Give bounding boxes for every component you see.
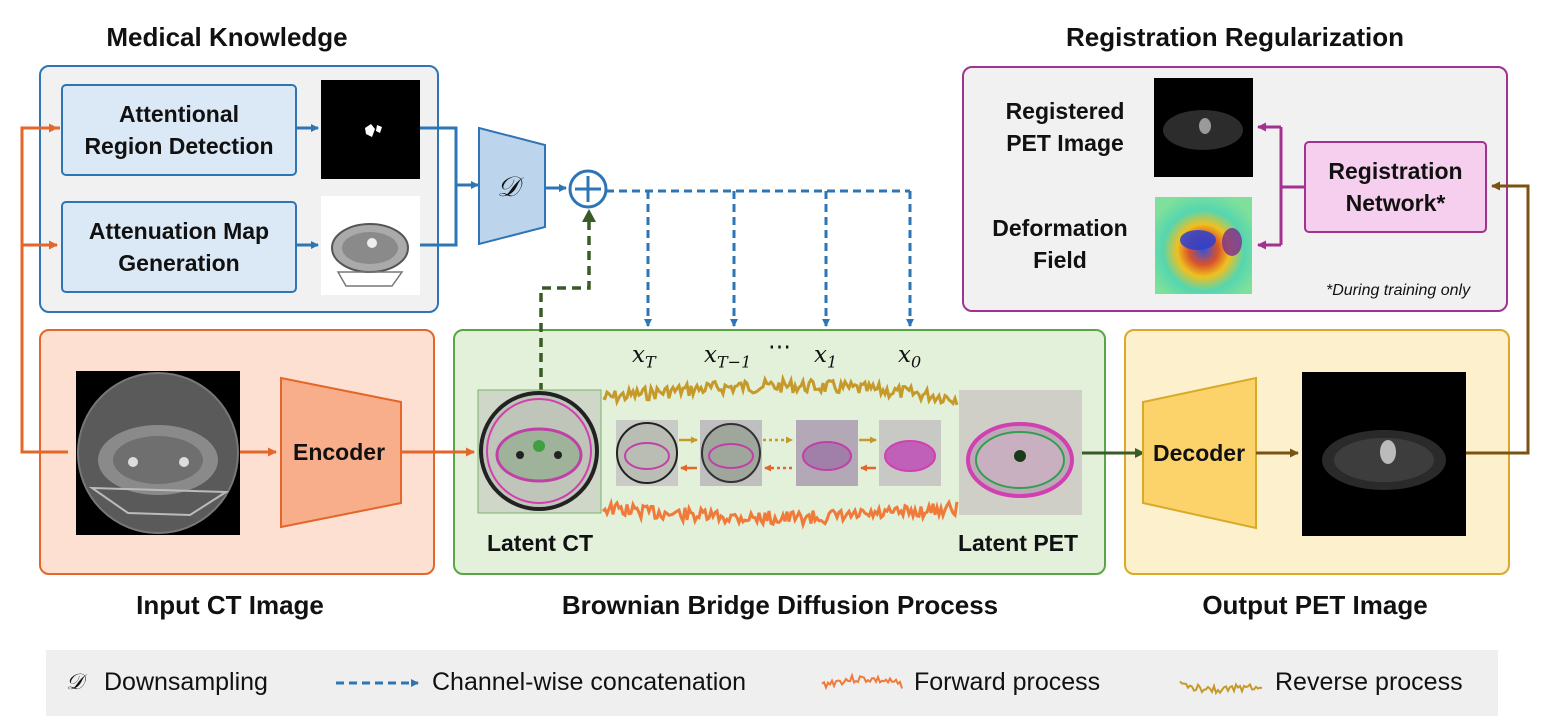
output-pet-title: Output PET Image — [1202, 590, 1428, 620]
attenuation-map-image — [321, 196, 420, 295]
step-x-T-minus-1: xT−1 — [704, 342, 752, 372]
step-ellipsis: ⋯ — [768, 334, 791, 360]
legend-reverse: Reverse process — [1275, 668, 1463, 696]
registered-pet-label: Registered PET Image — [1005, 98, 1125, 156]
encoder-label: Encoder — [293, 439, 386, 465]
concat-plus-icon — [568, 169, 608, 209]
output-pet-image — [1302, 372, 1466, 536]
legend-bar — [46, 650, 1498, 716]
step-x-T: xT — [632, 342, 656, 372]
legend-reverse-icon — [1179, 680, 1263, 696]
deformation-field-image — [1155, 197, 1252, 294]
legend-forward: Forward process — [914, 668, 1101, 696]
downsampling-block — [478, 126, 546, 246]
registration-network-box: Registration Network* — [1304, 141, 1487, 233]
legend-d-symbol: 𝒟 — [66, 670, 84, 695]
step-x-0: x0 — [898, 342, 922, 372]
legend-downsampling: Downsampling — [104, 668, 268, 696]
input-ct-image — [76, 371, 240, 535]
latent-step-3 — [796, 420, 858, 486]
training-only-note: *During training only — [1326, 282, 1471, 299]
input-ct-title: Input CT Image — [136, 590, 324, 620]
latent-pet-label: Latent PET — [957, 530, 1079, 556]
decoder-label: Decoder — [1153, 440, 1246, 466]
attention-mask-image — [321, 80, 420, 179]
downsampling-symbol: 𝒟 — [497, 170, 520, 203]
latent-step-2 — [700, 420, 762, 486]
encoder-block — [280, 376, 402, 529]
reverse-process-curve — [602, 373, 959, 407]
medical-knowledge-title: Medical Knowledge — [106, 22, 348, 52]
decoder-block — [1142, 376, 1257, 530]
latent-ct-label: Latent CT — [486, 530, 594, 556]
legend-forward-icon — [821, 672, 903, 691]
registered-pet-image — [1154, 78, 1253, 177]
latent-step-1 — [616, 420, 678, 486]
deformation-field-label: Deformation Field — [992, 215, 1128, 273]
legend-concat: Channel-wise concatenation — [432, 668, 747, 696]
latent-ct-image — [477, 389, 602, 514]
attentional-region-detection-box: Attentional Region Detection — [61, 84, 297, 176]
forward-process-curve — [601, 497, 959, 530]
step-x-1: x1 — [814, 342, 838, 372]
attenuation-map-generation-box: Attenuation Map Generation — [61, 201, 297, 293]
latent-pet-image — [959, 390, 1082, 515]
latent-step-4 — [879, 420, 941, 486]
diffusion-title: Brownian Bridge Diffusion Process — [561, 590, 999, 620]
registration-title: Registration Regularization — [1065, 22, 1405, 52]
